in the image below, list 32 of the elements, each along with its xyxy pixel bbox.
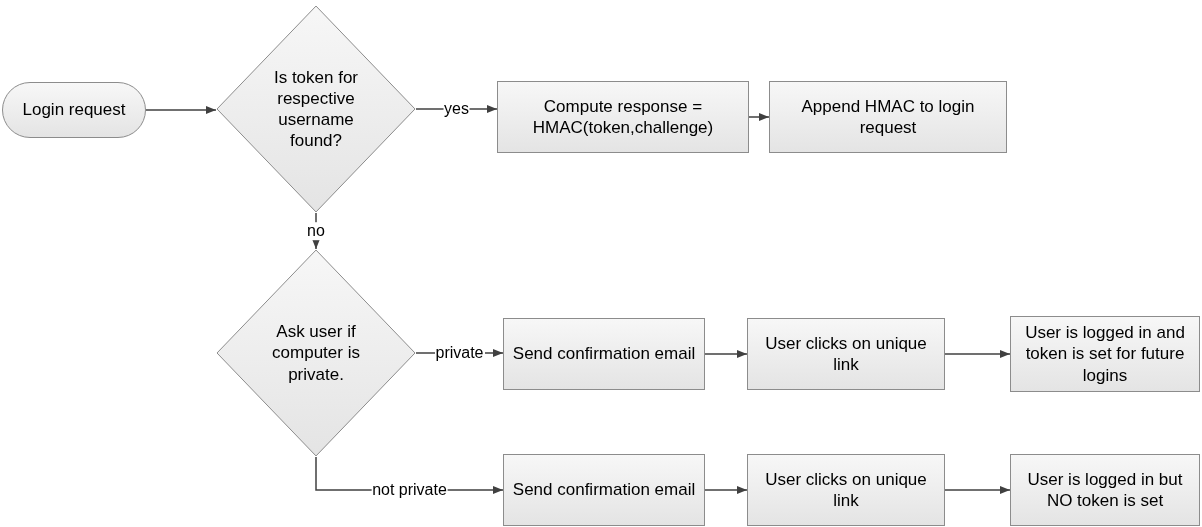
start-terminal bbox=[2, 82, 146, 138]
node-text: Send confirmation email bbox=[512, 479, 696, 501]
edge-label: no bbox=[306, 222, 326, 240]
arrow bbox=[944, 485, 1011, 495]
process-box bbox=[1010, 454, 1200, 526]
decision-diamond bbox=[216, 5, 416, 213]
process-box bbox=[769, 81, 1007, 153]
node-text: Login request bbox=[22, 99, 126, 121]
process-box bbox=[1010, 316, 1200, 392]
node-text: User is logged in and token is set for future logins bbox=[1024, 322, 1186, 386]
node-text: User is logged in but NO token is set bbox=[1026, 468, 1184, 512]
edge-label: private bbox=[434, 344, 485, 362]
node-text: Compute response = HMAC(token,challenge) bbox=[531, 95, 715, 139]
process-box bbox=[747, 454, 945, 526]
node-text: User clicks on unique link bbox=[764, 332, 928, 376]
process-box bbox=[503, 454, 705, 526]
node-text: Ask user if computer is private. bbox=[271, 321, 361, 385]
decision-diamond bbox=[216, 249, 416, 457]
arrow bbox=[944, 349, 1011, 359]
arrow bbox=[704, 349, 748, 359]
node-text: Append HMAC to login request bbox=[800, 95, 976, 139]
arrow bbox=[748, 112, 770, 122]
process-box bbox=[503, 318, 705, 390]
node-text: Is token for respective username found? bbox=[272, 66, 360, 152]
node-text: Send confirmation email bbox=[512, 343, 696, 365]
arrow bbox=[704, 485, 748, 495]
process-box bbox=[497, 81, 749, 153]
process-box bbox=[747, 318, 945, 390]
arrow bbox=[311, 212, 321, 250]
arrow bbox=[145, 105, 217, 115]
node-text: User clicks on unique link bbox=[764, 468, 928, 512]
edge-label: not private bbox=[371, 481, 448, 499]
